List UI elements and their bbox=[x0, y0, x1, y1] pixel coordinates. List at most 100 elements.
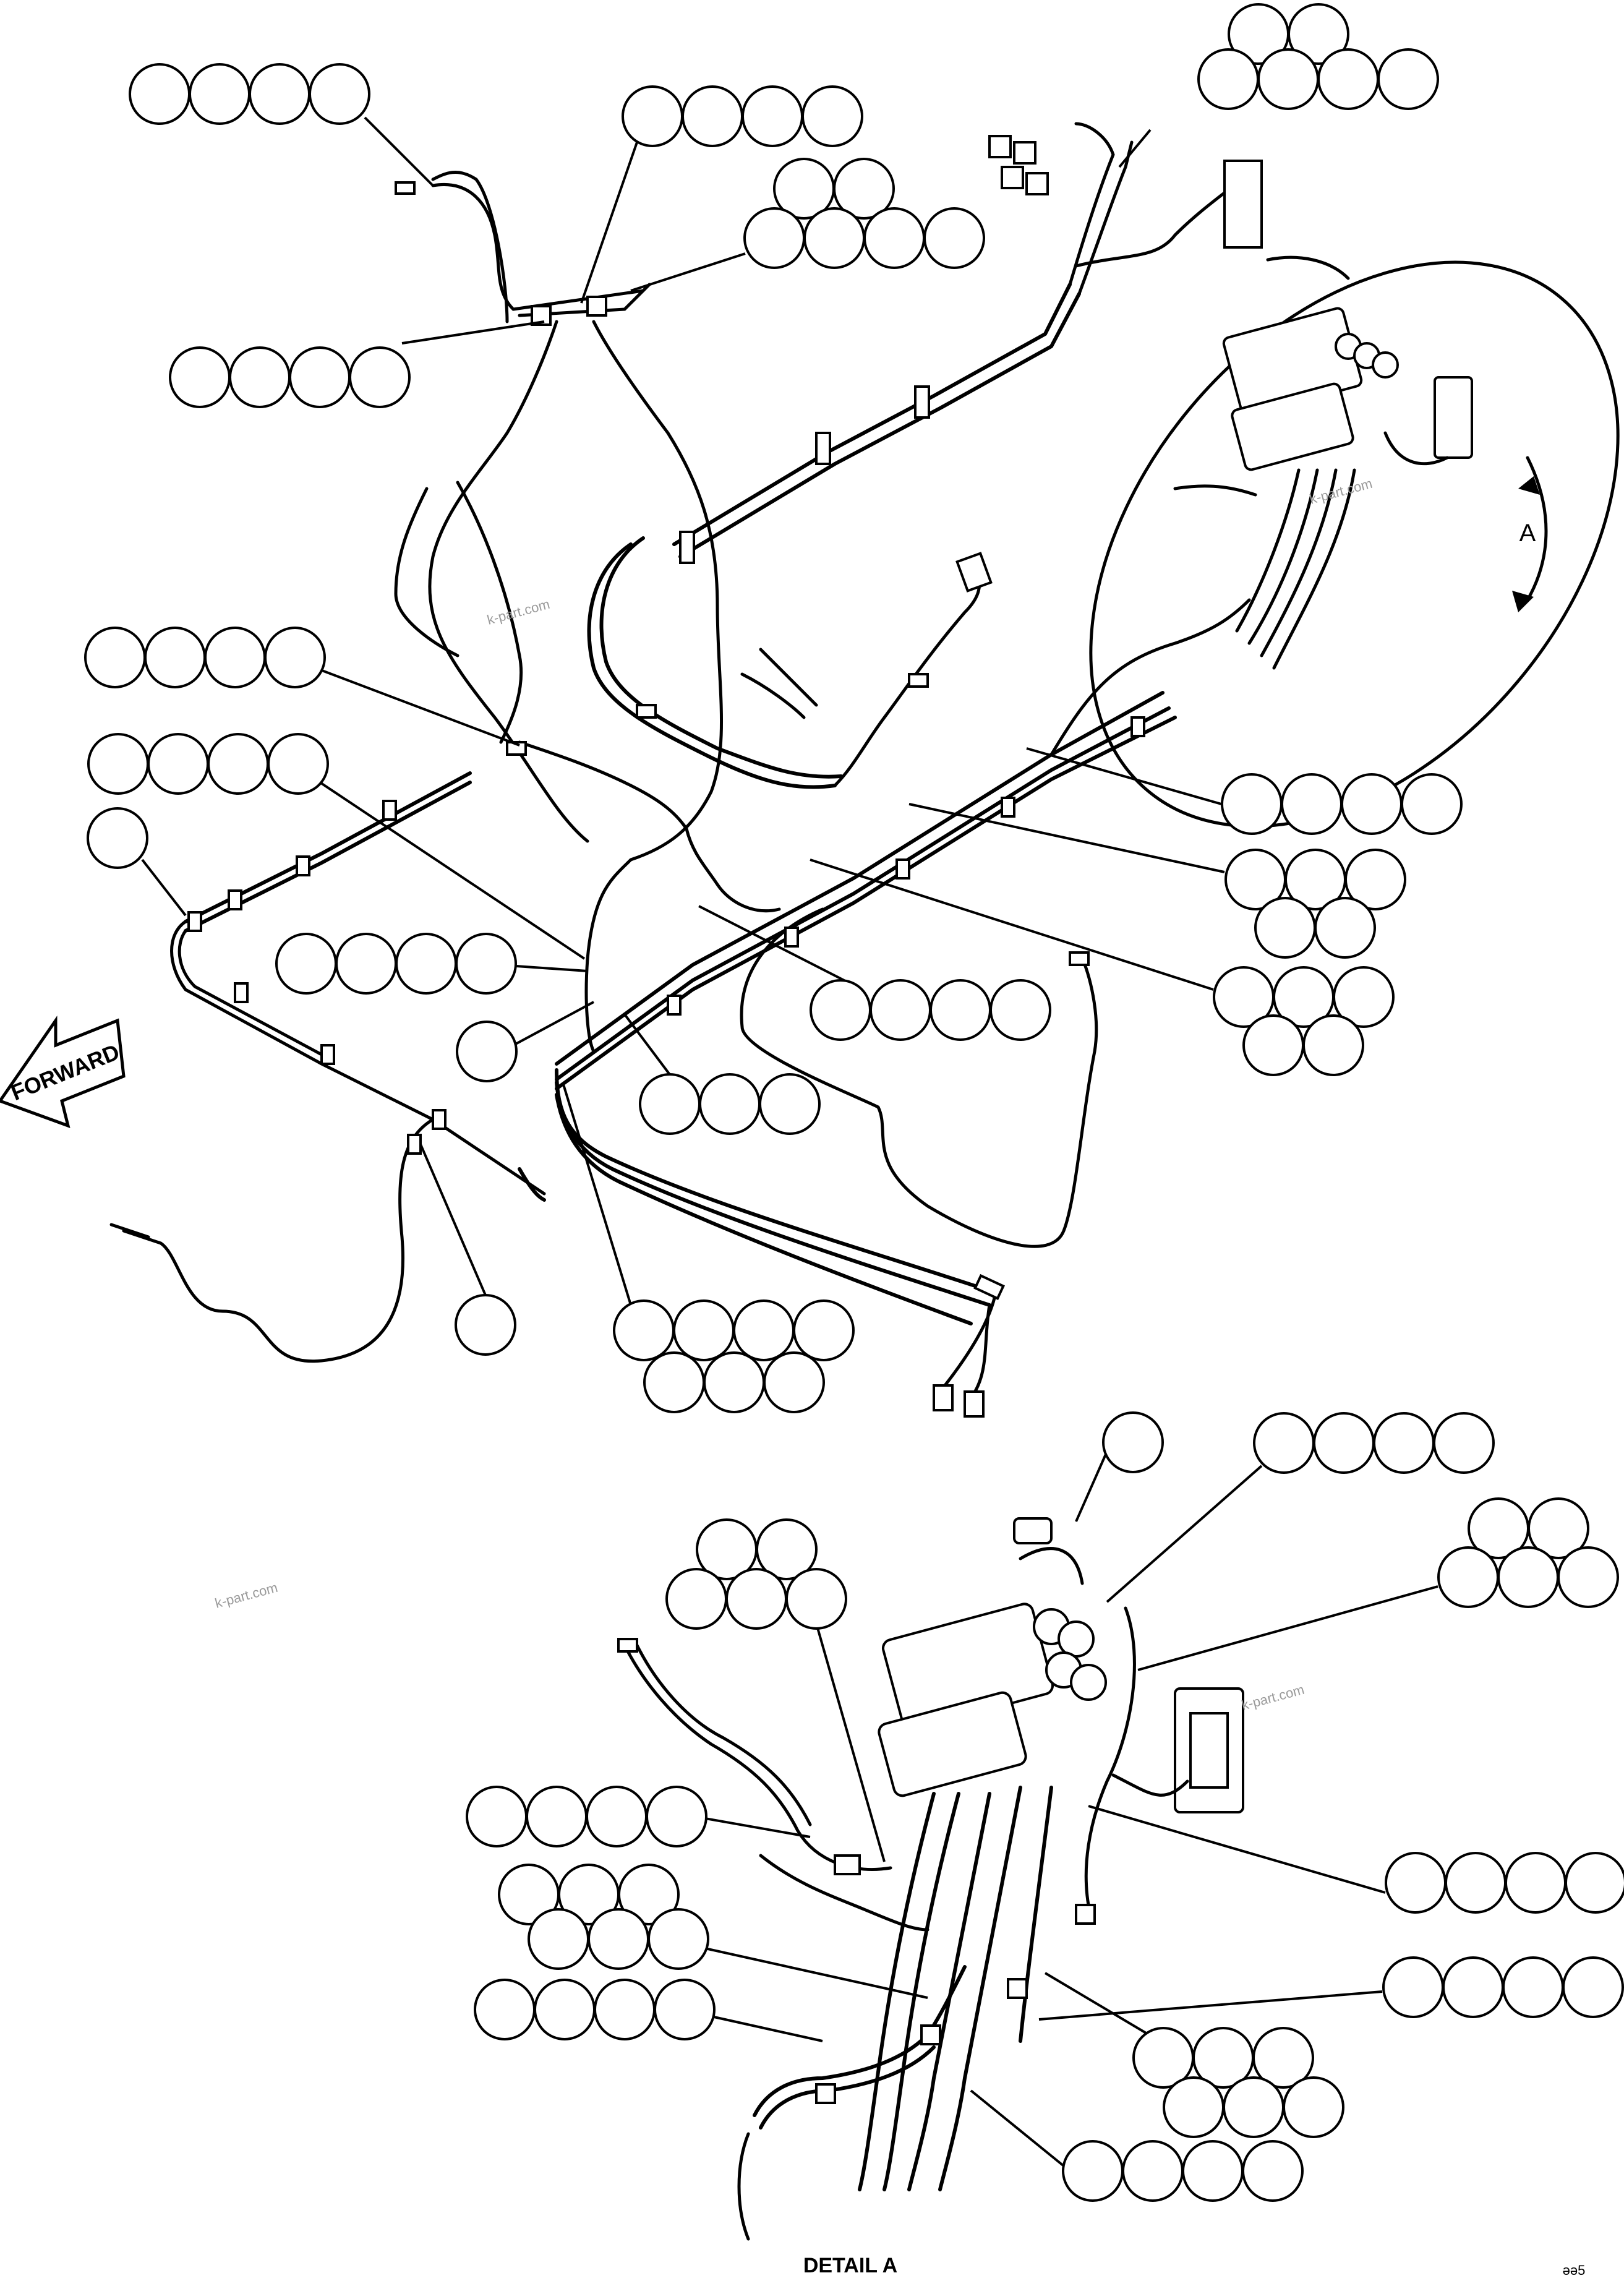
callout-bubble bbox=[474, 1979, 536, 2040]
callout-bubble bbox=[646, 1786, 707, 1847]
callout-bubble bbox=[204, 627, 266, 688]
callout-leader-line bbox=[810, 858, 1214, 991]
callout-bubble bbox=[1373, 1412, 1435, 1474]
view-a-label: A bbox=[1519, 520, 1536, 547]
callout-bubble bbox=[1281, 773, 1343, 835]
callout-bubble bbox=[810, 979, 871, 1041]
callout-leader-line bbox=[630, 252, 746, 292]
callout-bubble bbox=[1341, 773, 1403, 835]
callout-bubble bbox=[84, 627, 146, 688]
callout-bubble bbox=[456, 1021, 518, 1082]
callout-bubble bbox=[229, 346, 291, 408]
callout-bubble bbox=[1252, 2027, 1314, 2089]
callout-leader-line bbox=[698, 905, 845, 982]
detail-a-circle: A bbox=[1089, 255, 1620, 828]
callout-leader-line bbox=[1038, 1990, 1383, 2021]
callout-group bbox=[87, 733, 329, 795]
callout-bubble bbox=[1502, 1956, 1564, 2018]
callout-group bbox=[1221, 773, 1463, 835]
detail-caption: DETAIL A bbox=[803, 2254, 897, 2277]
callout-bubble bbox=[989, 979, 1051, 1041]
callout-group bbox=[665, 1518, 847, 1630]
callout-group bbox=[1437, 1497, 1619, 1608]
callout-group bbox=[474, 1979, 716, 2040]
callout-bubble bbox=[1317, 48, 1379, 110]
callout-group bbox=[743, 158, 985, 269]
callout-bubble bbox=[466, 1786, 528, 1847]
callout-bubble bbox=[1445, 1852, 1506, 1914]
callout-leader-line bbox=[516, 965, 588, 972]
callout-bubble bbox=[455, 933, 517, 995]
callout-bubble bbox=[1377, 48, 1439, 110]
callout-group bbox=[169, 346, 411, 408]
watermark-3: k-part.com bbox=[213, 1580, 280, 1611]
callout-bubble bbox=[622, 85, 683, 147]
callout-bubble bbox=[289, 346, 351, 408]
callout-group bbox=[639, 1073, 821, 1135]
callout-bubble bbox=[1505, 1852, 1566, 1914]
callout-bubble bbox=[1562, 1956, 1624, 2018]
callout-leader-line bbox=[970, 2089, 1071, 2172]
callout-bubble bbox=[801, 85, 863, 147]
callout-bubble bbox=[930, 979, 991, 1041]
callout-leader-line bbox=[364, 116, 434, 187]
callout-bubble bbox=[1223, 2076, 1284, 2138]
callout-group bbox=[1197, 3, 1439, 110]
callout-bubble bbox=[1242, 1014, 1304, 1076]
callout-bubble bbox=[1122, 2140, 1184, 2202]
callout-bubble bbox=[526, 1786, 588, 1847]
callout-leader-line bbox=[1026, 747, 1222, 805]
callout-bubble bbox=[613, 1299, 675, 1361]
callout-leader-line bbox=[1118, 129, 1152, 168]
callout-bubble bbox=[1382, 1956, 1444, 2018]
callout-bubble bbox=[1313, 1412, 1375, 1474]
callout-bubble bbox=[1197, 48, 1259, 110]
callout-bubble bbox=[87, 807, 148, 869]
callout-bubble bbox=[647, 1908, 709, 1970]
callout-bubble bbox=[207, 733, 269, 795]
forward-arrow: FORWARD bbox=[0, 1015, 126, 1128]
callout-group bbox=[1382, 1956, 1624, 2018]
callout-bubble bbox=[763, 1351, 825, 1413]
callout-group bbox=[455, 1294, 516, 1356]
callout-bubble bbox=[618, 1864, 680, 1925]
watermark-2: k-part.com bbox=[1308, 476, 1374, 507]
callout-bubble bbox=[759, 1073, 821, 1135]
callout-leader-line bbox=[908, 803, 1225, 873]
callout-group bbox=[456, 1021, 518, 1082]
callout-group bbox=[1132, 2027, 1344, 2138]
callout-bubble bbox=[673, 1299, 735, 1361]
callout-bubble bbox=[1062, 2140, 1124, 2202]
callout-bubble bbox=[870, 979, 931, 1041]
callout-group bbox=[498, 1864, 709, 1970]
watermark-4: k-part.com bbox=[1240, 1682, 1306, 1713]
callout-bubble bbox=[1288, 3, 1349, 65]
callout-bubble bbox=[643, 1351, 705, 1413]
callout-bubble bbox=[588, 1908, 649, 1970]
callout-bubble bbox=[639, 1073, 701, 1135]
callout-group bbox=[1102, 1411, 1164, 1473]
callout-group bbox=[129, 63, 370, 125]
callout-leader-line bbox=[314, 778, 586, 960]
callout-bubble bbox=[1253, 1412, 1315, 1474]
callout-bubble bbox=[1344, 849, 1406, 910]
callout-bubble bbox=[1385, 1852, 1447, 1914]
callout-bubble bbox=[1302, 1014, 1364, 1076]
callout-bubble bbox=[665, 1568, 727, 1630]
callout-bubble bbox=[654, 1979, 716, 2040]
left-arrow-icon bbox=[0, 1015, 126, 1128]
callout-bubble bbox=[455, 1294, 516, 1356]
callout-bubble bbox=[1283, 2076, 1344, 2138]
callout-leader-line bbox=[580, 142, 638, 304]
callout-leader-line bbox=[562, 1082, 632, 1306]
detail-a-drawing: DETAIL A ǝǝ5 bbox=[617, 1517, 1585, 2278]
callout-group bbox=[1224, 849, 1406, 959]
callout-leader-line bbox=[1137, 1585, 1438, 1671]
callout-leader-line bbox=[704, 1817, 811, 1838]
callout-bubble bbox=[923, 207, 985, 269]
callout-leader-line bbox=[704, 1947, 928, 1999]
callout-group bbox=[1253, 1412, 1495, 1474]
callout-bubble bbox=[741, 85, 803, 147]
callout-bubble bbox=[1163, 2076, 1224, 2138]
